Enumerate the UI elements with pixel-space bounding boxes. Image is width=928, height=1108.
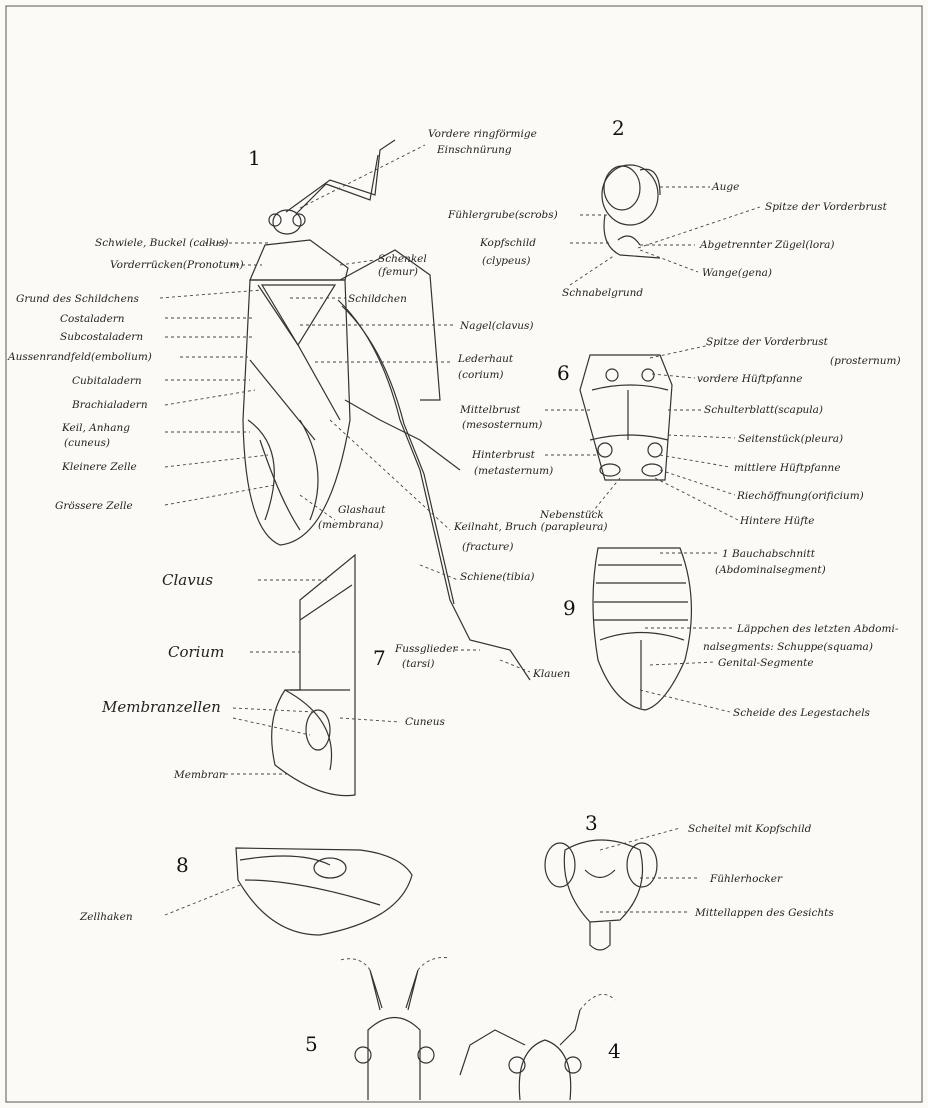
label-zellhaken: Zellhaken bbox=[79, 911, 133, 923]
label-kopfschild: Kopfschild bbox=[479, 237, 536, 249]
figure-9-abdomen bbox=[593, 548, 735, 712]
label-vordere: Vordere ringförmige bbox=[428, 128, 537, 140]
label-membrana: (membrana) bbox=[318, 519, 383, 531]
label-abdominalsegment: (Abdominalsegment) bbox=[715, 564, 826, 576]
figure-6-thorax bbox=[545, 345, 738, 520]
label-groessere-zelle: Grössere Zelle bbox=[55, 500, 133, 512]
label-seitenstueck: Seitenstück(pleura) bbox=[738, 433, 843, 445]
label-membranzellen: Membranzellen bbox=[101, 698, 221, 716]
figure-number-8: 8 bbox=[176, 853, 189, 877]
label-schildchen: Schildchen bbox=[348, 293, 407, 305]
label-cubital: Cubitaladern bbox=[72, 375, 142, 387]
figure-number-2: 2 bbox=[612, 116, 625, 140]
figure-7-hemelytron bbox=[225, 555, 400, 796]
label-keilnaht: Keilnaht, Bruch (parapleura) bbox=[453, 521, 607, 533]
label-mesosternum: (mesosternum) bbox=[462, 419, 542, 431]
label-aussenrand: Aussenrandfeld(embolium) bbox=[7, 351, 152, 363]
label-spitze-fig6: Spitze der Vorderbrust bbox=[706, 336, 829, 348]
label-riechoeffnung: Riechöffnung(orificium) bbox=[736, 490, 864, 502]
label-subcostal: Subcostaladern bbox=[60, 331, 143, 343]
label-scheitel: Scheitel mit Kopfschild bbox=[688, 823, 812, 835]
label-fussglieder: Fussglieder bbox=[394, 643, 458, 655]
figure-number-1: 1 bbox=[248, 146, 261, 170]
label-grund: Grund des Schildchens bbox=[16, 293, 140, 305]
label-klauen: Klauen bbox=[532, 668, 570, 680]
label-scheide: Scheide des Legestachels bbox=[733, 707, 871, 719]
label-mittlere-hueftpfanne: mittlere Hüftpfanne bbox=[734, 462, 841, 474]
label-genital: Genital-Segmente bbox=[718, 657, 814, 669]
label-costal: Costaladern bbox=[60, 313, 125, 325]
label-zuegel: Abgetrennter Zügel(lora) bbox=[699, 239, 835, 251]
label-schenkel: Schenkel bbox=[378, 253, 427, 265]
label-hinterbrust: Hinterbrust bbox=[471, 449, 536, 461]
figure-number-4: 4 bbox=[608, 1039, 621, 1063]
label-clypeus: (clypeus) bbox=[482, 255, 530, 267]
label-vordere-hueftpfanne: vordere Hüftpfanne bbox=[697, 373, 802, 385]
label-fractura: (fracture) bbox=[462, 541, 513, 553]
figure-4-head bbox=[460, 994, 615, 1100]
label-laeppchen: Läppchen des letzten Abdomi- bbox=[736, 623, 899, 635]
label-clavus: Clavus bbox=[162, 571, 213, 589]
label-mittelbrust: Mittelbrust bbox=[459, 404, 521, 416]
label-cuneus-fig7: Cuneus bbox=[405, 716, 446, 728]
label-tarsi: (tarsi) bbox=[402, 658, 434, 670]
label-femur: (femur) bbox=[378, 266, 418, 278]
label-cuneus-fig1: (cuneus) bbox=[64, 437, 110, 449]
figure-number-7: 7 bbox=[373, 646, 386, 670]
label-fuehlerhoecker: Fühlerhocker bbox=[709, 873, 783, 885]
label-hintere-huefte: Hintere Hüfte bbox=[739, 515, 815, 527]
label-membran: Membran bbox=[173, 769, 226, 781]
label-schulterblatt: Schulterblatt(scapula) bbox=[704, 404, 823, 416]
label-kleinere-zelle: Kleinere Zelle bbox=[61, 461, 137, 473]
label-einschnuerung: Einschnürung bbox=[436, 144, 512, 156]
figure-8-wing bbox=[165, 848, 412, 935]
label-brachial: Brachialadern bbox=[71, 399, 148, 411]
label-prosternum: (prosternum) bbox=[830, 355, 901, 367]
figure-number-5: 5 bbox=[305, 1032, 318, 1056]
label-mittellappen: Mittellappen des Gesichts bbox=[694, 907, 834, 919]
label-bauchabschnitt: 1 Bauchabschnitt bbox=[722, 548, 816, 560]
label-auge: Auge bbox=[711, 181, 739, 193]
label-vorderruecken: Vorderrücken(Pronotum) bbox=[110, 259, 244, 271]
figure-number-6: 6 bbox=[557, 361, 570, 385]
label-schwiele: Schwiele, Buckel (callus) bbox=[95, 237, 228, 249]
figure-3-head-front bbox=[545, 828, 700, 950]
label-spitze-fig2: Spitze der Vorderbrust bbox=[765, 201, 888, 213]
label-lederhaut: Lederhaut bbox=[457, 353, 514, 365]
label-schnabelgrund: Schnabelgrund bbox=[562, 287, 643, 299]
label-nebenstueck: Nebenstück bbox=[539, 509, 604, 521]
label-corium-fig7: Corium bbox=[168, 643, 224, 661]
label-fuehlergrube: Fühlergrube(scrobs) bbox=[447, 209, 558, 221]
figure-number-3: 3 bbox=[585, 811, 598, 835]
label-glashaut: Glashaut bbox=[338, 504, 386, 516]
label-schiene: Schiene(tibia) bbox=[460, 571, 535, 583]
label-keil: Keil, Anhang bbox=[61, 422, 130, 434]
label-nagel: Nagel(clavus) bbox=[459, 320, 534, 332]
label-wange: Wange(gena) bbox=[702, 267, 772, 279]
label-metasternum: (metasternum) bbox=[474, 465, 553, 477]
label-corium: (corium) bbox=[458, 369, 504, 381]
figure-number-9: 9 bbox=[563, 596, 576, 620]
figure-5-head bbox=[340, 958, 450, 1101]
label-schuppe: nalsegments: Schuppe(squama) bbox=[703, 641, 873, 653]
